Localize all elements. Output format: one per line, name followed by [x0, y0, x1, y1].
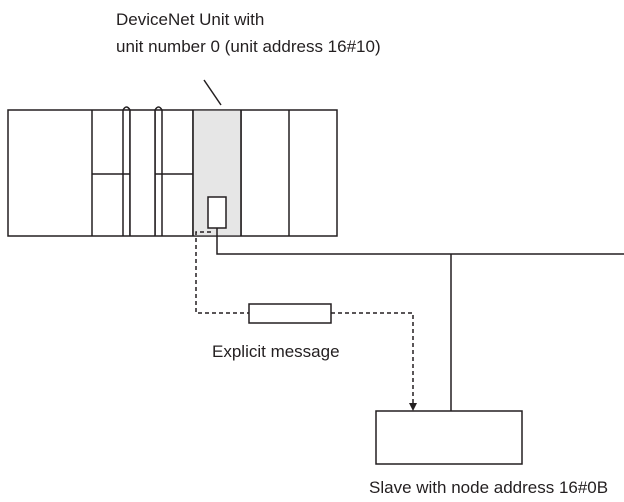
rack-frame: [7, 109, 338, 237]
network-cable: [216, 228, 624, 255]
devicenet-unit-label-line1: DeviceNet Unit with: [116, 10, 265, 29]
devicenet-unit-label-line2: unit number 0 (unit address 16#10): [116, 37, 381, 56]
devicenet-connector: [207, 196, 227, 229]
slave-label: Slave with node address 16#0B: [369, 478, 609, 497]
devicenet-unit-label: DeviceNet Unit with unit number 0 (unit …: [116, 6, 381, 60]
cpu-slot-right-fill: [130, 111, 155, 235]
plc-rack: [7, 106, 338, 237]
explicit-message-path-right: [331, 312, 414, 403]
explicit-message-box: [248, 303, 332, 324]
unit-leader-line: [203, 79, 222, 106]
explicit-message-path-left: [195, 231, 249, 314]
cpu-slot-right-outline: [129, 111, 156, 235]
explicit-message-arrowhead: [409, 403, 417, 411]
explicit-message-label: Explicit message: [212, 342, 340, 361]
slave-device: [375, 410, 523, 465]
